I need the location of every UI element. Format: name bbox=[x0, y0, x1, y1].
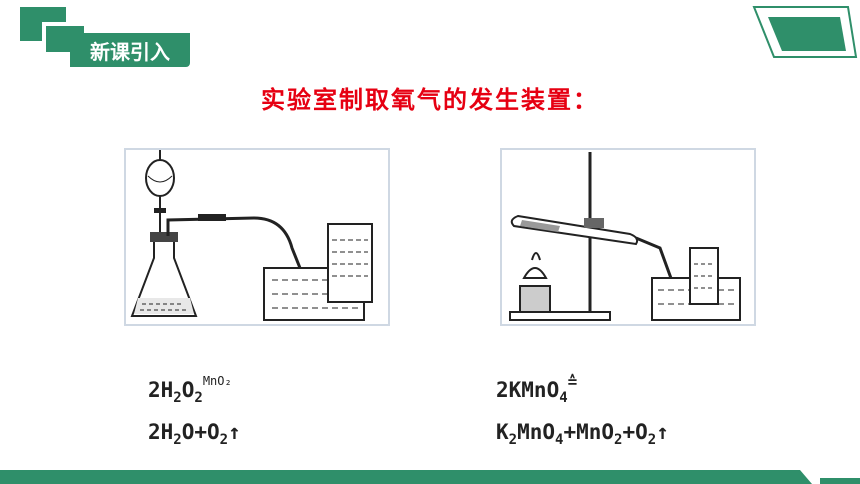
apparatus-test-tube-icon bbox=[500, 148, 756, 326]
equation-left-line2: 2H2O+O2↑ bbox=[148, 420, 241, 449]
equation-left-line1: 2H2O2MnO₂ bbox=[148, 374, 232, 407]
apparatus-flask-icon bbox=[124, 148, 390, 326]
catalyst-label: MnO₂ bbox=[202, 374, 232, 388]
gas-arrow-icon: ↑ bbox=[656, 420, 669, 444]
section-badge: 新课引入 bbox=[70, 33, 190, 67]
footer-band bbox=[0, 470, 860, 484]
gas-arrow-icon: ↑ bbox=[228, 420, 241, 444]
heat-icon: ≙ bbox=[567, 372, 578, 391]
equation-right-line1: 2KMnO4≙ bbox=[496, 372, 578, 407]
equation-right-line2: K2MnO4+MnO2+O2↑ bbox=[496, 420, 669, 449]
slide-title: 实验室制取氧气的发生装置： bbox=[261, 86, 599, 114]
corner-decoration bbox=[752, 6, 858, 58]
